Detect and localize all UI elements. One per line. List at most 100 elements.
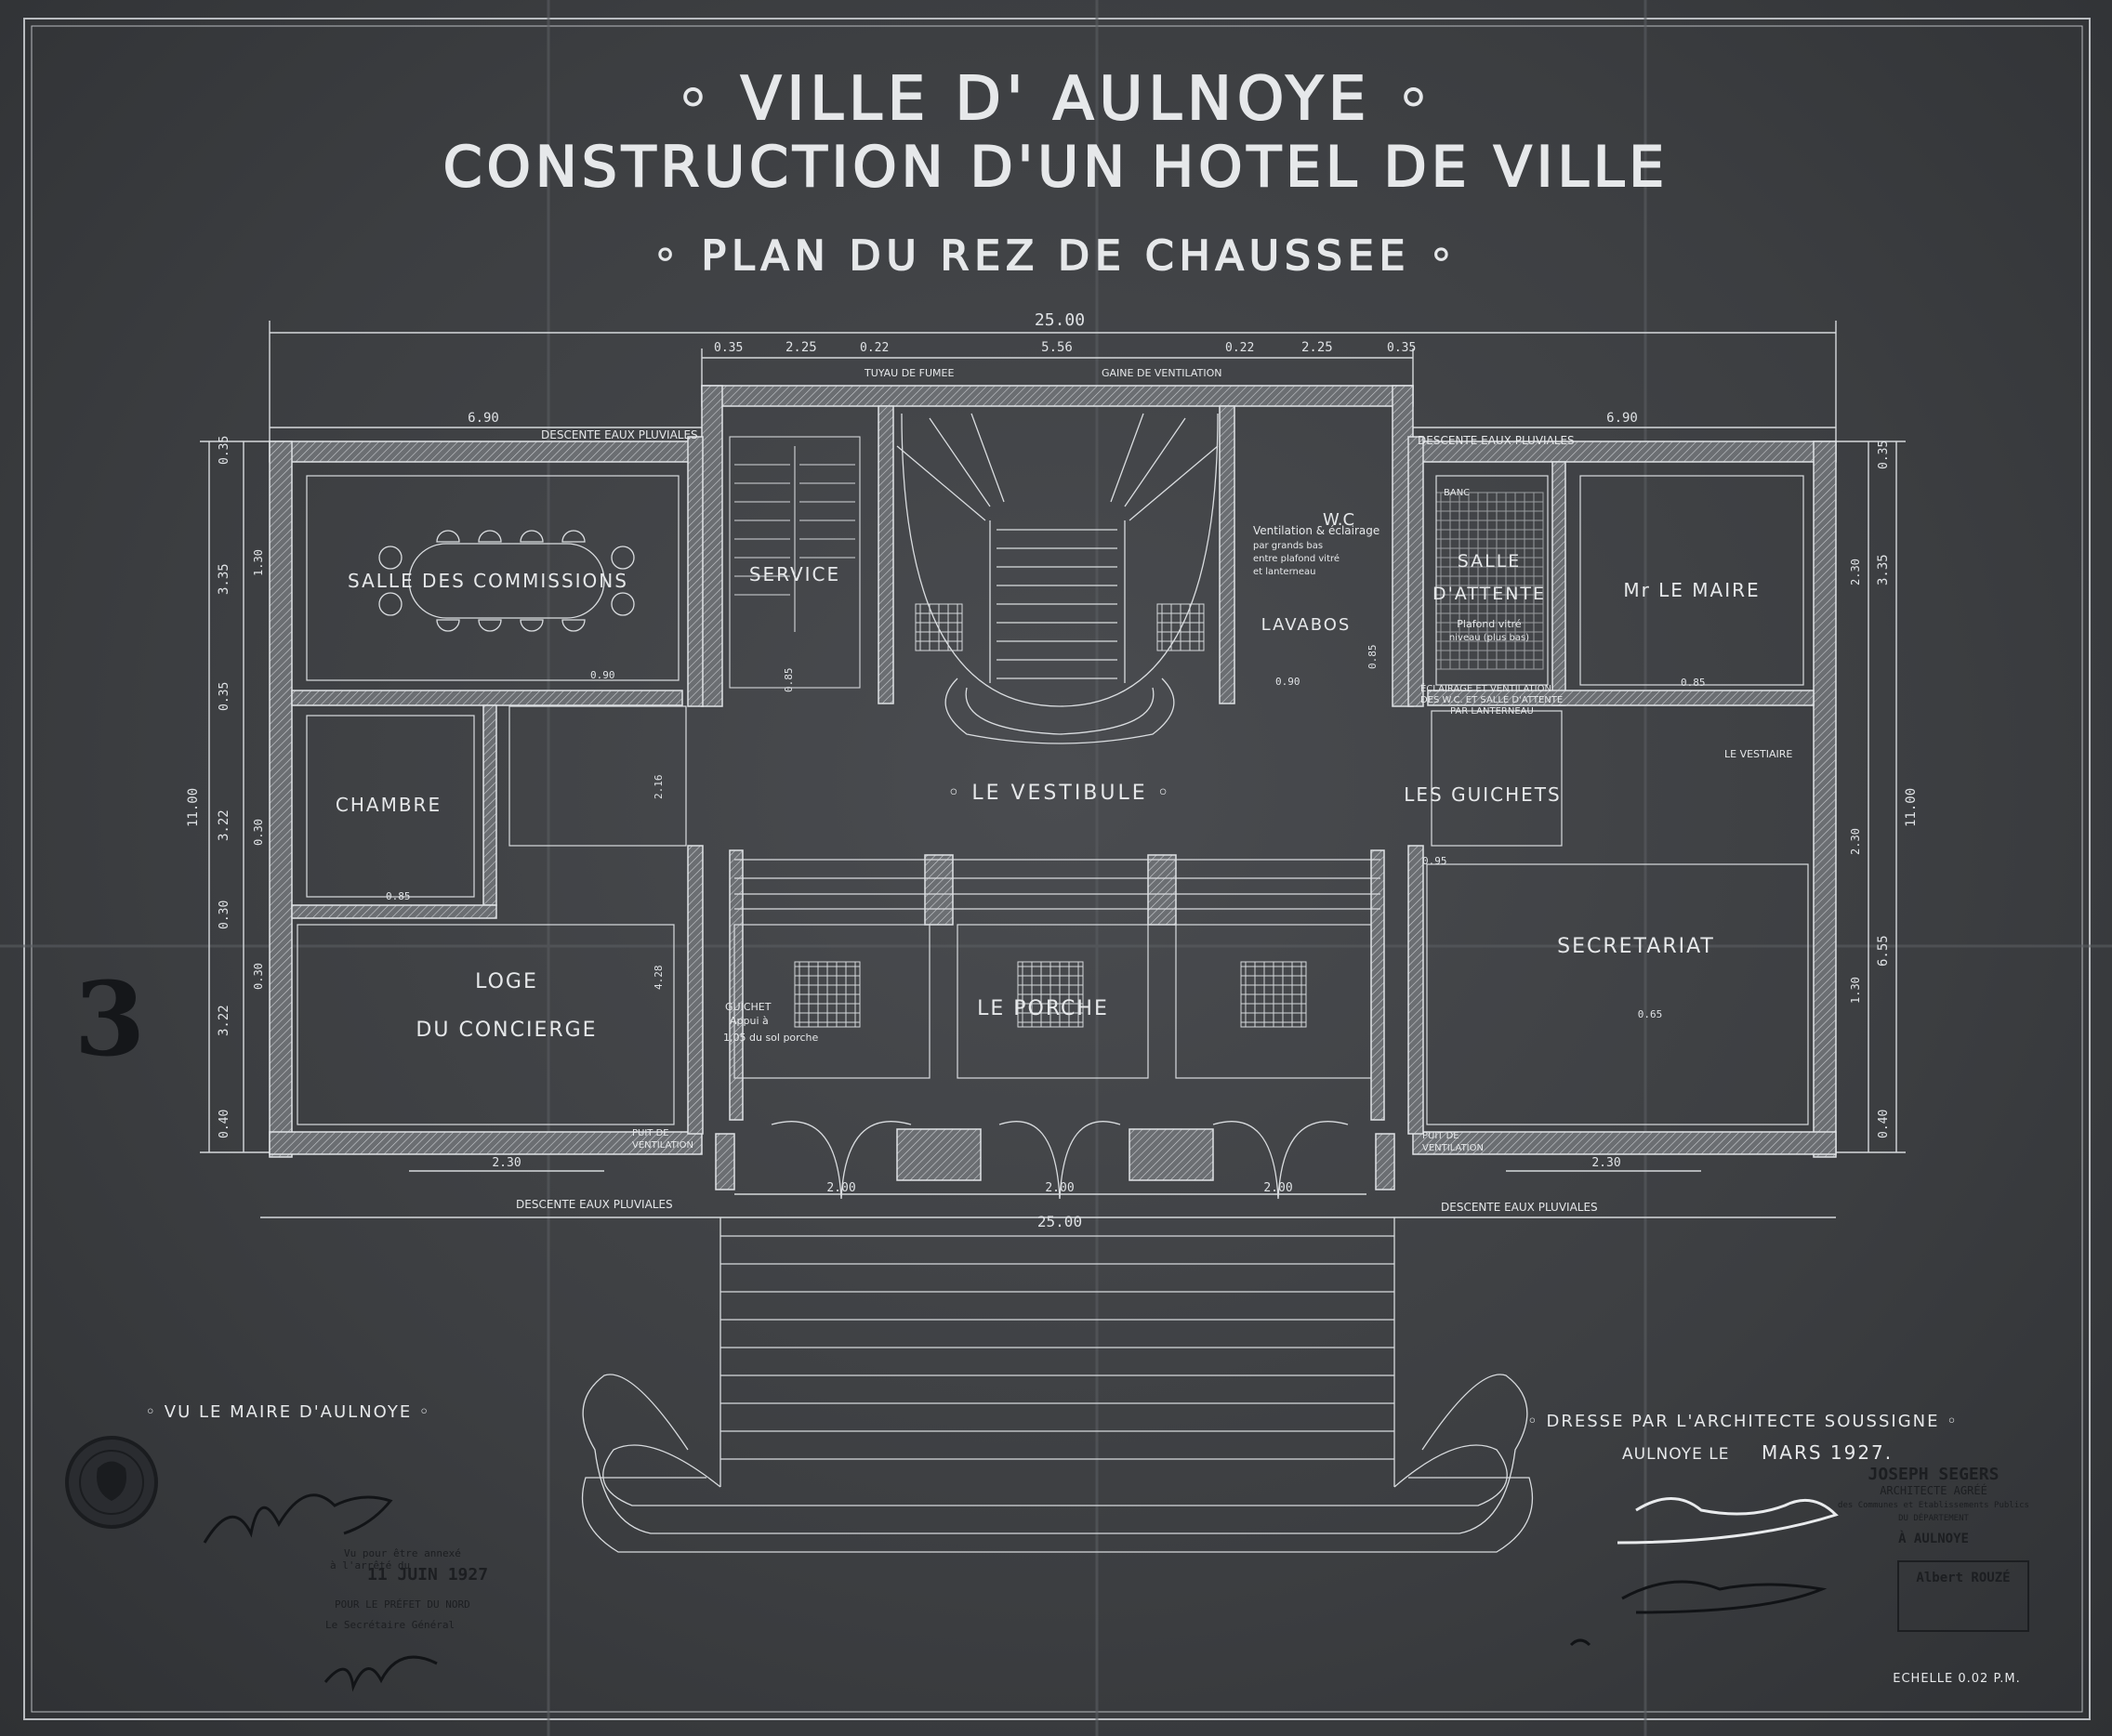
dim-door-a: 0.90 [590, 669, 615, 681]
architect-line-3: des Communes et Etablissements Publics [1838, 1501, 2029, 1510]
note-guichet-2: Appui à [730, 1015, 769, 1027]
secondary-stamp: Albert ROUZÉ [1897, 1560, 2029, 1632]
right-dimensions: 0.35 3.35 11.00 6.55 0.40 2.30 2.30 1.30 [1849, 441, 1919, 1138]
initials-signature [323, 1655, 438, 1692]
dim-bottom-east: 2.30 [1591, 1156, 1620, 1170]
dim-left-b: 3.35 [217, 563, 231, 595]
dim-right-total: 11.00 [1904, 788, 1919, 827]
note-eclairage-1: ÉCLAIRAGE ET VENTILATION [1420, 682, 1551, 694]
stamp-date-line-3: POUR LE PRÉFET DU NORD [335, 1598, 470, 1611]
dim-total-top: 25.00 [1035, 310, 1085, 330]
label-vestibule: ◦ LE VESTIBULE ◦ [947, 782, 1171, 805]
label-maire: Mr LE MAIRE [1623, 579, 1760, 601]
architect-name: JOSEPH SEGERS [1868, 1465, 2000, 1484]
note-puit-w-2: VENTILATION [632, 1140, 693, 1151]
stamp-date: 11 JUIN 1927 [367, 1565, 488, 1585]
label-wc: W.C [1323, 510, 1354, 530]
note-descente-se: DESCENTE EAUX PLUVIALES [1441, 1201, 1598, 1214]
architect-line-4: DU DÉPARTEMENT [1898, 1512, 1969, 1523]
title-line-1: ◦ VILLE D' AULNOYE ◦ [676, 65, 1437, 134]
note-plafond-1: Plafond vitré [1457, 618, 1522, 630]
building-walls [269, 385, 1837, 1190]
stamp-date-line-1: Vu pour être annexé [344, 1547, 461, 1559]
dim-wing-west: 6.90 [468, 411, 499, 426]
label-chambre: CHAMBRE [336, 794, 442, 816]
label-porche: LE PORCHE [977, 997, 1109, 1020]
dim-door-b: 0.85 [783, 668, 795, 693]
dim-right-d: 0.40 [1877, 1110, 1891, 1138]
note-descente-sw: DESCENTE EAUX PLUVIALES [516, 1198, 673, 1211]
architect-title: ARCHITECTE AGRÉÉ [1880, 1483, 1987, 1497]
note-vestiaire: LE VESTIAIRE [1724, 748, 1792, 760]
service-staircase [729, 436, 861, 689]
sheet-border [23, 18, 2091, 1720]
dim-top-e: 0.22 [1225, 341, 1254, 355]
title-line-3: ◦ PLAN DU REZ DE CHAUSSEE ◦ [653, 232, 1459, 280]
grand-staircase [896, 413, 1219, 744]
dim-left-c: 0.35 [218, 682, 231, 711]
dim-left-total: 11.00 [186, 788, 201, 827]
note-gaine: GAINE DE VENTILATION [1102, 367, 1221, 379]
dim-wing-east: 6.90 [1606, 411, 1638, 426]
vu-le-maire: ◦ VU LE MAIRE D'AULNOYE ◦ [145, 1402, 430, 1422]
dim-top-c: 0.22 [860, 341, 889, 355]
note-ventilation-1: Ventilation & éclairage [1253, 524, 1379, 537]
note-puit-e-2: VENTILATION [1422, 1143, 1484, 1153]
stamp-date-line-4: Le Secrétaire Général [325, 1619, 455, 1631]
label-loge-2: DU CONCIERGE [416, 1019, 597, 1042]
dim-left-d: 3.22 [217, 809, 231, 841]
floor-grids [794, 492, 1544, 1028]
dim-door-f: 0.95 [1422, 855, 1447, 867]
dim-right-in-b: 2.30 [1849, 828, 1862, 855]
title-line-2: CONSTRUCTION D'UN HOTEL DE VILLE [443, 135, 1669, 200]
note-eclairage-3: PAR LANTERNEAU [1450, 706, 1534, 717]
dim-right-c: 6.55 [1876, 935, 1891, 967]
dim-left-in-c: 0.30 [252, 963, 265, 990]
dim-top-b: 2.25 [785, 340, 817, 355]
label-salle-attente-2: D'ATTENTE [1432, 584, 1546, 604]
entrance-steps [582, 1217, 1533, 1553]
note-guichet-3: 1,05 du sol porche [723, 1032, 818, 1044]
dim-arch-3: 2.00 [1263, 1181, 1292, 1195]
note-ventilation-2: par grands bas [1253, 541, 1323, 551]
dim-left-a: 0.35 [218, 436, 231, 465]
annotations: DESCENTE EAUX PLUVIALES DESCENTE EAUX PL… [516, 367, 1792, 1214]
left-dimensions: 0.35 3.35 0.35 3.22 0.30 3.22 0.40 11.00… [186, 436, 265, 1138]
room-outlines [297, 475, 1809, 1125]
date-prefix: AULNOYE LE [1622, 1445, 1729, 1464]
label-service: SERVICE [749, 563, 840, 585]
dim-left-g: 0.40 [218, 1110, 231, 1138]
dim-top-a: 0.35 [714, 341, 743, 355]
label-salle-commissions: SALLE DES COMMISSIONS [348, 570, 628, 592]
note-guichet-1: GUICHET [725, 1001, 772, 1013]
dim-arch-1: 2.00 [826, 1181, 855, 1195]
label-loge-1: LOGE [475, 970, 538, 993]
dim-left-in-b: 0.30 [252, 819, 265, 846]
room-labels: SALLE DES COMMISSIONS SERVICE LAVABOS W.… [336, 510, 1760, 1042]
small-dimensions: 0.90 0.85 0.90 0.85 0.85 0.95 2.16 4.28 … [386, 645, 1706, 1231]
dim-right-a: 0.35 [1877, 441, 1891, 469]
dim-arch-2: 2.00 [1045, 1181, 1074, 1195]
approval-signature [1569, 1580, 1828, 1647]
conference-table [378, 530, 635, 632]
dim-right-in-a: 2.30 [1849, 559, 1862, 585]
sheet-number: 3 [74, 959, 146, 1079]
label-salle-attente-1: SALLE [1458, 551, 1522, 572]
prefecture-stamp: Vu pour être annexé à l'arrêté du 11 JUI… [325, 1547, 488, 1631]
dresse-par: ◦ DRESSE PAR L'ARCHITECTE SOUSSIGNE ◦ [1527, 1412, 1959, 1431]
dim-door-e: 0.85 [1681, 677, 1706, 689]
label-lavabos: LAVABOS [1261, 615, 1352, 635]
dim-left-in-a: 1.30 [252, 549, 265, 576]
date-value: MARS 1927. [1762, 1441, 1893, 1464]
architect-city: À AULNOYE [1898, 1531, 1969, 1546]
stamp2-name: Albert ROUZÉ [1916, 1570, 2010, 1585]
municipal-seal [65, 1436, 158, 1529]
note-tuyau: TUYAU DE FUMEE [864, 367, 954, 379]
note-ventilation-4: et lanterneau [1253, 567, 1315, 577]
dim-total-bottom: 25.00 [1037, 1213, 1082, 1230]
dim-top-d: 5.56 [1041, 340, 1073, 355]
note-banc: BANC [1444, 488, 1470, 498]
